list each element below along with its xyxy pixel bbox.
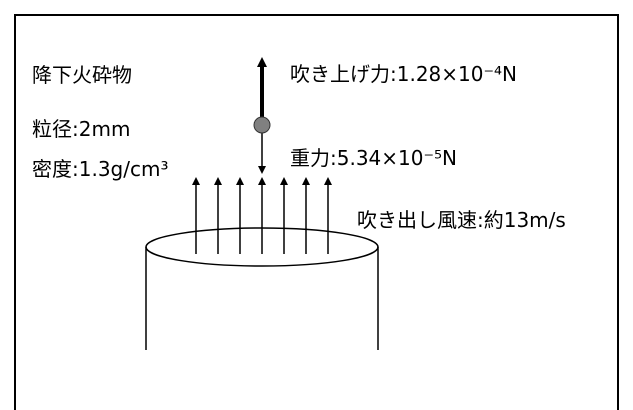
frame-border [14, 14, 619, 410]
gravity-label: 重力:5.34×10⁻⁵N [290, 146, 458, 170]
wind-speed-label: 吹き出し風速:約13m/s [357, 208, 566, 232]
diameter-label: 粒径:2mm [32, 117, 131, 141]
particle-circle [253, 116, 271, 134]
density-label: 密度:1.3g/cm³ [32, 157, 169, 181]
uplift-force-label: 吹き上げ力:1.28×10⁻⁴N [290, 62, 518, 86]
wind-arrows [192, 177, 332, 254]
particle-label: 降下火砕物 [32, 63, 132, 87]
